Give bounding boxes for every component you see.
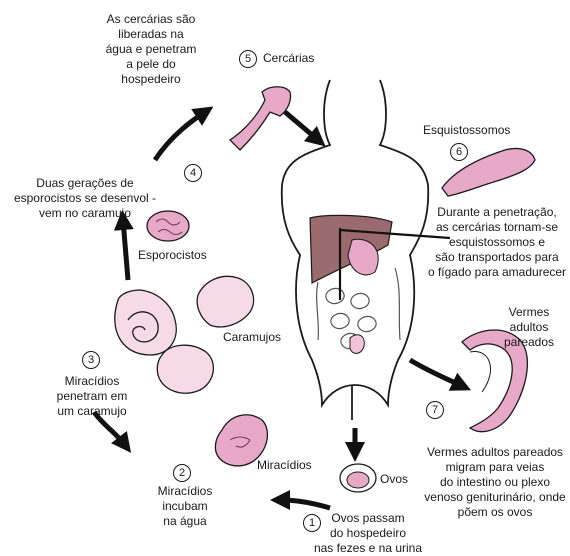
stage-7-number: 7 [426, 401, 444, 419]
penetration-note: Durante a penetração, as cercárias torna… [424, 205, 570, 280]
ovos-label: Ovos [380, 472, 408, 487]
stage-5-number: 5 [239, 50, 257, 68]
stage-6-number: 6 [450, 143, 468, 161]
stage-4-label: Duas gerações de esporocistos se desenvo… [0, 176, 170, 221]
esporocistos-label: Esporocistos [138, 248, 207, 263]
stage-2-label: Miracídios incubam na água [150, 484, 220, 529]
stage-3-number: 3 [82, 351, 100, 369]
stage-4-number: 4 [184, 164, 202, 182]
cercaria [230, 87, 291, 150]
liver [310, 215, 392, 283]
bladder [350, 335, 364, 354]
stage-1-label: Ovos passam do hospedeiro nas fezes e na… [306, 511, 430, 556]
vermes-pareados-label: Vermes adultos pareados [494, 305, 564, 350]
caramujos-label: Caramujos [223, 330, 281, 345]
stage-2-number: 2 [173, 464, 191, 482]
cercarias-release-note: As cercárias são liberadas na água e pen… [96, 12, 206, 87]
stage-5-label: Cercárias [263, 51, 314, 66]
stage-3-label: Miracídios penetram em um caramujo [44, 374, 140, 419]
miracidios-label: Miracídios [257, 458, 312, 473]
stage-7-label: Vermes adultos pareados migram para veia… [420, 445, 570, 520]
stage-6-label: Esquistossomos [423, 123, 510, 138]
